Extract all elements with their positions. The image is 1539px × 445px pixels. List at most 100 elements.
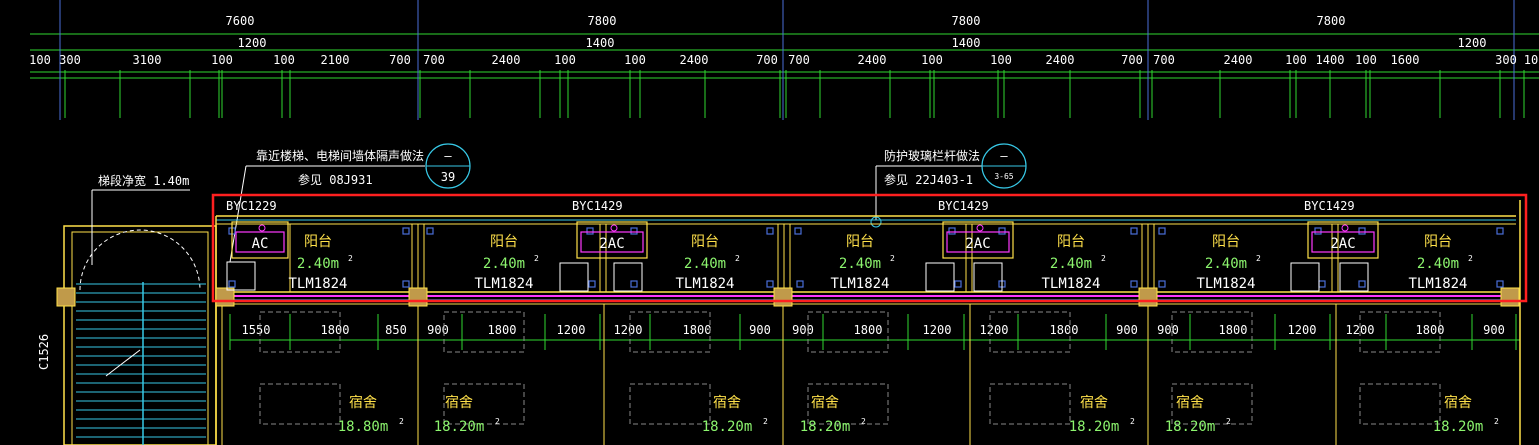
area-unit-superscript: 2 bbox=[735, 254, 740, 263]
partition-walls bbox=[221, 224, 1339, 445]
drain-point bbox=[630, 227, 638, 235]
dimension-value: 1550 bbox=[242, 323, 271, 337]
dimension-value: 2400 bbox=[858, 53, 887, 67]
drain-point bbox=[402, 280, 410, 288]
dimension-value: 1400 bbox=[1316, 53, 1345, 67]
condenser-unit bbox=[559, 262, 589, 292]
drain-points bbox=[226, 227, 1504, 292]
dorm-name: 宿舍 bbox=[1444, 394, 1472, 411]
dimension-value: 700 bbox=[423, 53, 445, 67]
condenser-unit bbox=[1290, 262, 1320, 292]
drain-point bbox=[1158, 227, 1166, 235]
drain-point bbox=[1314, 227, 1322, 235]
note-sound-insulation-title: 靠近楼梯、电梯间墙体隔声做法 bbox=[256, 148, 424, 163]
desk-outline bbox=[259, 311, 341, 353]
drain-point bbox=[630, 280, 638, 288]
dimension-value: 2400 bbox=[680, 53, 709, 67]
drain-point bbox=[954, 280, 962, 288]
condenser-unit bbox=[613, 262, 643, 292]
dimension-value: 1800 bbox=[1219, 323, 1248, 337]
dimension-value: 1200 bbox=[557, 323, 586, 337]
dimension-value: 900 bbox=[1116, 323, 1138, 337]
structural-column bbox=[773, 287, 793, 307]
balcony-area: 2.40m bbox=[1050, 256, 1092, 272]
drain-point bbox=[1358, 227, 1366, 235]
area-unit-superscript: 2 bbox=[1468, 254, 1473, 263]
dimension-value: 100 bbox=[1355, 53, 1377, 67]
dimension-value: 7800 bbox=[588, 14, 617, 28]
dimension-value: 1200 bbox=[614, 323, 643, 337]
detail-bubble-3-65-bottom: 3-65 bbox=[994, 172, 1013, 181]
dimension-value: 100 bbox=[624, 53, 646, 67]
balcony-door-tag: TLM1824 bbox=[1041, 276, 1100, 292]
dimension-value: 1800 bbox=[488, 323, 517, 337]
drain-point bbox=[1496, 227, 1504, 235]
condenser-unit bbox=[973, 262, 1003, 292]
bed-outline bbox=[807, 383, 889, 425]
dorm-area: 18.20m bbox=[434, 419, 485, 435]
dimension-value: 7800 bbox=[952, 14, 981, 28]
stair-direction-line bbox=[105, 349, 141, 377]
ac-drain-icon bbox=[1341, 224, 1349, 232]
area-unit-superscript: 2 bbox=[1130, 417, 1135, 426]
dorm-area: 18.20m bbox=[1069, 419, 1120, 435]
dimension-value: 700 bbox=[389, 53, 411, 67]
dimension-value: 1600 bbox=[1391, 53, 1420, 67]
structural-column bbox=[1138, 287, 1158, 307]
highlight-box bbox=[211, 193, 1528, 303]
ac-drain-icon bbox=[258, 224, 266, 232]
dimension-value: 300 bbox=[59, 53, 81, 67]
ac-unit-box bbox=[235, 231, 285, 253]
dorm-name: 宿舍 bbox=[445, 394, 473, 411]
dimension-value: 1200 bbox=[238, 36, 267, 50]
dimension-value: 100 bbox=[1285, 53, 1307, 67]
dimension-value: 1200 bbox=[1288, 323, 1317, 337]
dimension-value: 1200 bbox=[923, 323, 952, 337]
balcony-door-tag: TLM1824 bbox=[1408, 276, 1467, 292]
balcony-door-tag: TLM1824 bbox=[288, 276, 347, 292]
balcony-area: 2.40m bbox=[1417, 256, 1459, 272]
bed-outline bbox=[259, 383, 341, 425]
dorm-name: 宿舍 bbox=[1176, 394, 1204, 411]
note-sound-insulation: 靠近楼梯、电梯间墙体隔声做法 参见 08J931 – 39 bbox=[229, 143, 471, 263]
window-tag: BYC1429 bbox=[572, 199, 623, 213]
leader-end-circle bbox=[870, 216, 882, 228]
window-c1526-label: C1526 bbox=[37, 334, 51, 370]
area-unit-superscript: 2 bbox=[1494, 417, 1499, 426]
balcony-area: 2.40m bbox=[297, 256, 339, 272]
dorm-name: 宿舍 bbox=[1080, 394, 1108, 411]
desk-outline bbox=[807, 311, 889, 353]
area-unit-superscript: 2 bbox=[1256, 254, 1261, 263]
dimension-value: 900 bbox=[1483, 323, 1505, 337]
note-leader bbox=[229, 165, 247, 263]
drain-point bbox=[794, 227, 802, 235]
dimension-value: 300 bbox=[1495, 53, 1517, 67]
dorm-area: 18.80m bbox=[338, 419, 389, 435]
dorm-area: 18.20m bbox=[1433, 419, 1484, 435]
drain-point bbox=[766, 280, 774, 288]
area-unit-superscript: 2 bbox=[495, 417, 500, 426]
dimension-value: 10 bbox=[1524, 53, 1538, 67]
structural-column bbox=[56, 287, 76, 307]
dimension-value: 1400 bbox=[586, 36, 615, 50]
balcony-area: 2.40m bbox=[483, 256, 525, 272]
desk-outline bbox=[989, 311, 1071, 353]
dorm-area: 18.20m bbox=[800, 419, 851, 435]
dimension-value: 100 bbox=[921, 53, 943, 67]
ac-unit-label: 2AC bbox=[599, 236, 624, 252]
balcony-name: 阳台 bbox=[490, 234, 518, 250]
drain-point bbox=[426, 227, 434, 235]
drain-point bbox=[948, 227, 956, 235]
drain-point bbox=[588, 280, 596, 288]
balcony-name: 阳台 bbox=[691, 234, 719, 250]
condenser-unit bbox=[925, 262, 955, 292]
bed-outline bbox=[989, 383, 1071, 425]
detail-bubble-3-65-top: – bbox=[1000, 149, 1008, 163]
note-glass-railing-title: 防护玻璃栏杆做法 bbox=[884, 148, 980, 163]
window-tag: BYC1229 bbox=[226, 199, 277, 213]
